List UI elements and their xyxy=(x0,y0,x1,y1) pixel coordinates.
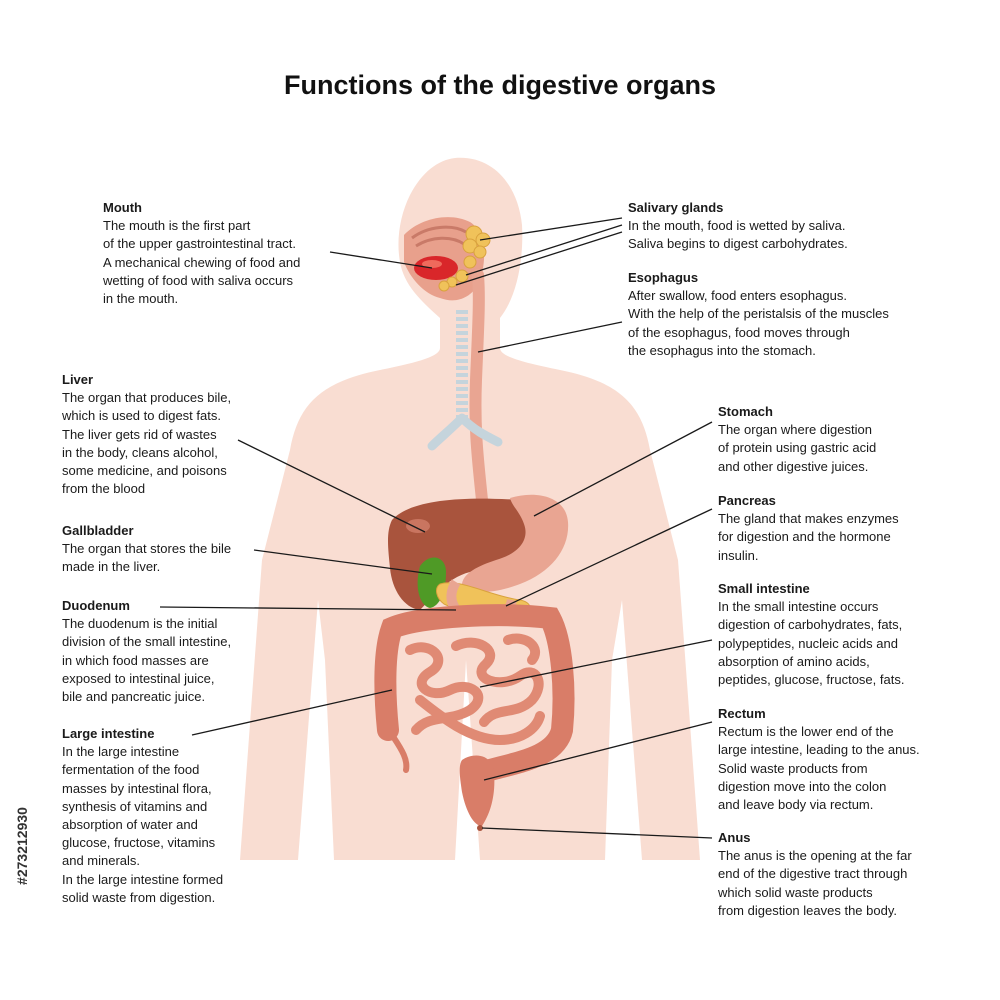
leader-mouth xyxy=(329,251,433,269)
label-text: The gland that makes enzymes for digesti… xyxy=(718,511,899,563)
label-title: Stomach xyxy=(718,404,773,419)
label-stomach: Stomach The organ where digestion of pro… xyxy=(718,403,876,476)
small-intestine xyxy=(405,633,545,746)
diagram-title: Functions of the digestive organs xyxy=(283,70,717,100)
leader-liver xyxy=(237,439,426,533)
label-text: The organ where digestion of protein usi… xyxy=(718,422,877,474)
leader-anus xyxy=(481,827,713,839)
label-text: In the small intestine occurs digestion … xyxy=(718,599,905,688)
leader-pancreas xyxy=(505,508,713,607)
label-anus: Anus The anus is the opening at the far … xyxy=(718,829,912,920)
label-text: In the mouth, food is wetted by saliva. … xyxy=(628,218,848,252)
label-text: The anus is the opening at the far end o… xyxy=(718,848,912,918)
label-title: Esophagus xyxy=(628,270,699,285)
label-rectum: Rectum Rectum is the lower end of the la… xyxy=(718,705,920,814)
label-text: Rectum is the lower end of the large int… xyxy=(718,724,920,813)
stock-image-id-text: #273212930 xyxy=(14,807,30,885)
leader-lines xyxy=(159,217,713,839)
label-text: After swallow, food enters esophagus. Wi… xyxy=(628,288,889,358)
label-large-intestine: Large intestine In the large intestine f… xyxy=(62,725,223,907)
tongue-highlight xyxy=(422,260,442,268)
appendix xyxy=(391,735,410,773)
label-title: Gallbladder xyxy=(62,523,134,538)
label-title: Small intestine xyxy=(718,581,810,596)
rectum xyxy=(459,755,495,826)
large-intestine xyxy=(374,604,575,781)
stomach xyxy=(461,494,569,593)
anus-marker xyxy=(477,825,483,831)
label-title: Rectum xyxy=(718,706,766,721)
label-small-intestine: Small intestine In the small intestine o… xyxy=(718,580,904,689)
label-pancreas: Pancreas The gland that makes enzymes fo… xyxy=(718,492,899,565)
leader-esophagus xyxy=(477,321,623,353)
label-title: Mouth xyxy=(103,200,142,215)
label-title: Anus xyxy=(718,830,751,845)
label-salivary-glands: Salivary glands In the mouth, food is we… xyxy=(628,199,848,254)
label-liver: Liver The organ that produces bile, whic… xyxy=(62,371,231,498)
leader-salivary-2 xyxy=(465,224,623,276)
label-esophagus: Esophagus After swallow, food enters eso… xyxy=(628,269,889,360)
label-title: Pancreas xyxy=(718,493,776,508)
label-title: Duodenum xyxy=(62,598,130,613)
label-title: Salivary glands xyxy=(628,200,724,215)
leader-duodenum xyxy=(159,606,457,611)
label-text: The mouth is the first part of the upper… xyxy=(103,218,301,307)
label-title: Large intestine xyxy=(62,726,155,741)
label-text: The organ that produces bile, which is u… xyxy=(62,390,232,497)
label-title: Liver xyxy=(62,372,94,387)
bronchi xyxy=(427,413,503,451)
label-gallbladder: Gallbladder The organ that stores the bi… xyxy=(62,522,231,577)
leader-stomach xyxy=(533,421,713,517)
label-text: In the large intestine fermentation of t… xyxy=(62,744,224,905)
label-mouth: Mouth The mouth is the first part of the… xyxy=(103,199,300,308)
liver-highlight xyxy=(406,519,430,533)
nasal-cavity-lines xyxy=(411,225,467,248)
leader-small-intestine xyxy=(479,639,713,688)
leader-gallbladder xyxy=(253,549,433,575)
label-text: The organ that stores the bile made in t… xyxy=(62,541,232,575)
leader-salivary-1 xyxy=(479,217,623,241)
tongue xyxy=(414,256,458,280)
leader-large-intestine xyxy=(191,689,393,736)
label-duodenum: Duodenum The duodenum is the initial div… xyxy=(62,597,231,706)
leader-rectum xyxy=(483,721,713,781)
leader-salivary-3 xyxy=(455,231,623,286)
stock-image-id: #273212930 xyxy=(12,768,30,928)
label-text: The duodenum is the initial division of … xyxy=(62,616,232,705)
